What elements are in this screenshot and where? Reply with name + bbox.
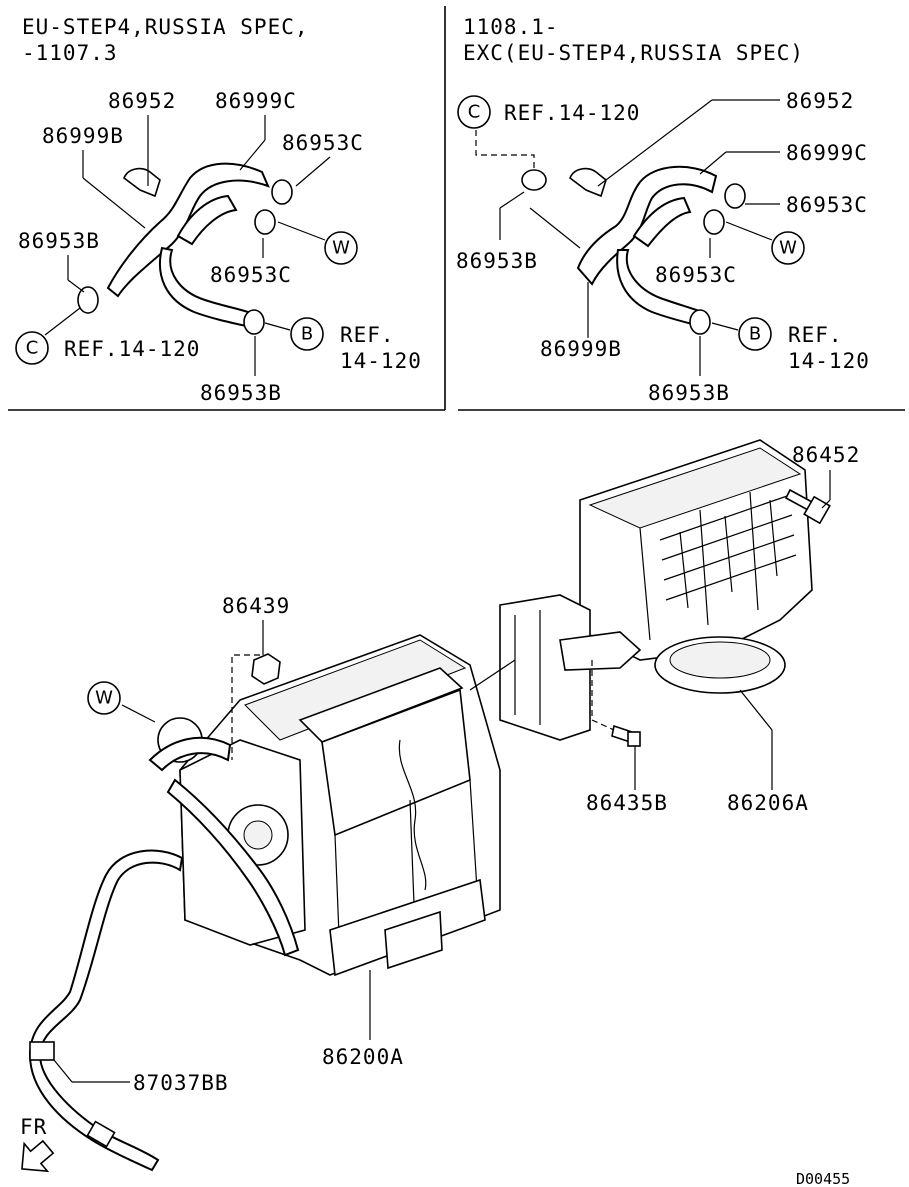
nut-86439 xyxy=(251,653,281,685)
left-leaders xyxy=(44,115,331,376)
left-callout-b-circle xyxy=(290,317,324,351)
left-hose-assembly xyxy=(77,162,293,335)
right-hose-assembly xyxy=(521,165,746,335)
front-direction-arrow-icon xyxy=(21,1139,55,1173)
diagram-id: D00455 xyxy=(796,1170,850,1187)
left-ref-b-line2: 14-120 xyxy=(340,349,422,373)
right-part-86999c: 86999C xyxy=(786,141,868,165)
main-part-86200a: 86200A xyxy=(322,1045,404,1069)
main-leaders xyxy=(53,470,831,1083)
main-callout-w: W xyxy=(95,688,113,709)
hose-clamp-lower xyxy=(86,1120,116,1148)
left-callout-w: W xyxy=(332,238,350,259)
hose-clamp-upper xyxy=(29,1041,55,1061)
main-part-86435b: 86435B xyxy=(586,791,668,815)
left-ref-b-line1: REF. xyxy=(340,323,395,347)
right-ref-b-line1: REF. xyxy=(788,323,843,347)
heater-unit-86200a xyxy=(148,634,501,977)
left-clamp-86953c-upper xyxy=(271,179,293,205)
left-part-86952: 86952 xyxy=(108,89,176,113)
right-part-86953c-upper: 86953C xyxy=(786,193,868,217)
right-ref-b-line2: 14-120 xyxy=(788,349,870,373)
right-part-86953b-upper: 86953B xyxy=(456,249,538,273)
right-clamp-86953b-upper xyxy=(521,169,547,191)
left-part-86999c: 86999C xyxy=(215,89,297,113)
right-callout-c: C xyxy=(468,102,481,123)
bolt-86452 xyxy=(784,488,831,525)
main-callout-w-circle xyxy=(87,681,121,715)
right-ref-c: REF.14-120 xyxy=(504,101,640,125)
right-header-line2: EXC(EU-STEP4,RUSSIA SPEC) xyxy=(463,41,804,65)
panel-dividers xyxy=(8,6,905,411)
right-panel: 1108.1- EXC(EU-STEP4,RUSSIA SPEC) xyxy=(456,15,870,405)
right-part-86999b: 86999B xyxy=(540,337,622,361)
right-callout-b-circle xyxy=(738,317,772,351)
front-direction-label: FR xyxy=(20,1115,47,1139)
main-part-86206a: 86206A xyxy=(727,791,809,815)
left-callout-c: C xyxy=(26,338,39,359)
left-part-86953c-lower: 86953C xyxy=(210,263,292,287)
main-part-86452: 86452 xyxy=(792,443,860,467)
blower-unit-86206a xyxy=(499,439,813,741)
right-callout-c-circle xyxy=(457,95,491,129)
right-callout-b: B xyxy=(749,324,761,345)
left-callout-c-circle xyxy=(15,331,49,365)
left-clamp-86953c-lower xyxy=(254,209,276,235)
left-panel: EU-STEP4,RUSSIA SPEC, -1107.3 xyxy=(15,15,422,405)
left-callout-w-circle xyxy=(324,231,358,265)
left-clamp-86953b-lower xyxy=(243,309,265,335)
right-clip-86952 xyxy=(569,167,607,198)
left-ref-c: REF.14-120 xyxy=(64,337,200,361)
blower-grille xyxy=(659,494,797,609)
main-part-86439: 86439 xyxy=(222,594,290,618)
left-part-86953b-upper: 86953B xyxy=(18,229,100,253)
right-part-86952: 86952 xyxy=(786,89,854,113)
main-assembly: 86452 86439 86435B 86206A 86200A 87037BB… xyxy=(20,439,860,1187)
left-callout-b: B xyxy=(301,324,313,345)
main-part-87037bb: 87037BB xyxy=(133,1071,229,1095)
screw-86435b xyxy=(611,724,641,747)
duct-connector-line xyxy=(469,659,516,691)
left-clamp-86953b-upper xyxy=(77,286,99,314)
right-clamp-86953c-upper xyxy=(724,183,746,209)
right-clamp-86953c-lower xyxy=(703,209,725,235)
left-clip-86952 xyxy=(123,167,161,198)
right-leaders xyxy=(475,99,780,376)
left-part-86953c-upper: 86953C xyxy=(282,131,364,155)
right-header-line1: 1108.1- xyxy=(463,15,559,39)
left-header-line1: EU-STEP4,RUSSIA SPEC, xyxy=(22,15,309,39)
hose-87037bb xyxy=(28,849,184,1172)
right-callout-w: W xyxy=(779,238,797,259)
left-header-line2: -1107.3 xyxy=(22,41,118,65)
left-part-86999b: 86999B xyxy=(42,124,124,148)
right-clamp-86953b-lower xyxy=(689,309,711,335)
right-callout-w-circle xyxy=(771,231,805,265)
left-part-86953b-lower: 86953B xyxy=(200,381,282,405)
right-part-86953b-lower: 86953B xyxy=(648,381,730,405)
right-part-86953c-lower: 86953C xyxy=(655,263,737,287)
